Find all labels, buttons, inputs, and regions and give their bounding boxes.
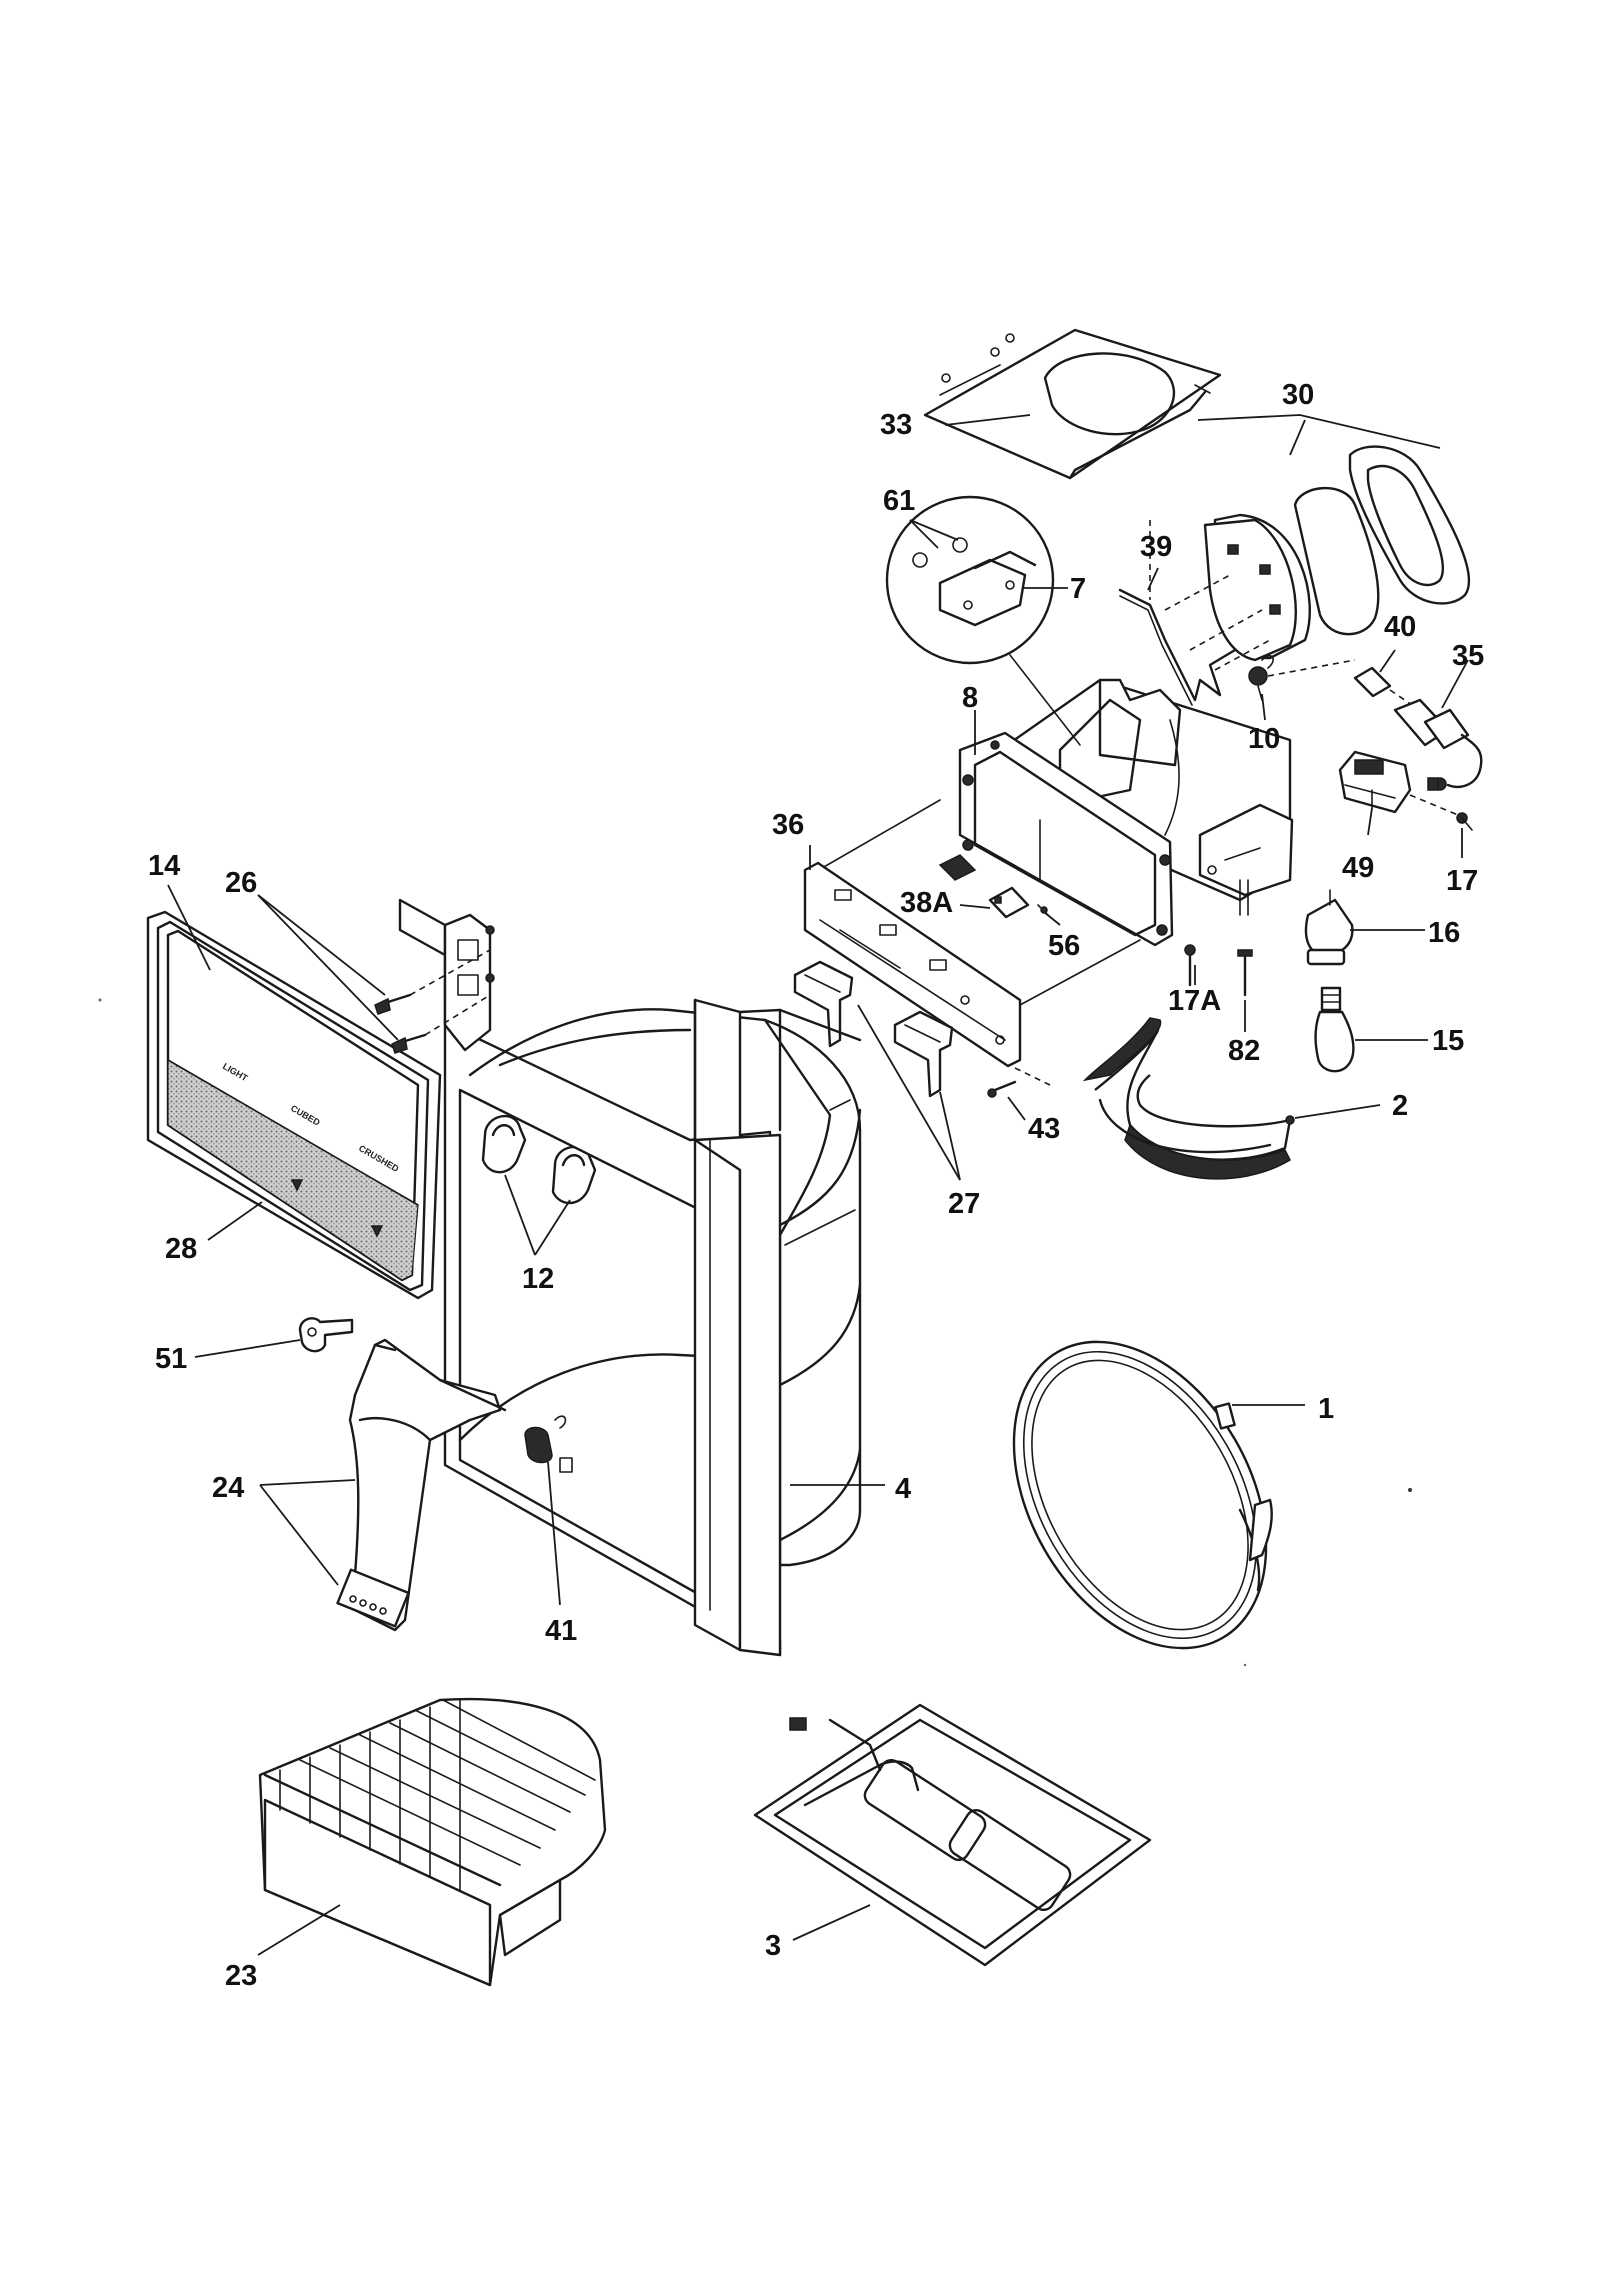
part-2-chute-door [1082,1017,1295,1180]
callout-39: 39 [1140,531,1172,563]
callout-43: 43 [1028,1113,1060,1145]
part-16-lamp-socket [1304,889,1354,966]
part-12-levers [481,1114,597,1205]
callout-17A: 17A [1168,985,1221,1017]
part-17A-screw [1184,944,1196,987]
callout-23: 23 [225,1960,257,1992]
callout-3: 3 [765,1930,781,1962]
callout-15: 15 [1432,1025,1464,1057]
callout-24: 24 [212,1472,244,1504]
callout-35: 35 [1452,640,1484,672]
callout-26: 26 [225,867,257,899]
part-33-cover-plate [923,328,1222,480]
part-17-screw [1409,794,1473,831]
callout-51: 51 [155,1343,187,1375]
callout-7: 7 [1070,573,1086,605]
callout-27: 27 [948,1188,980,1220]
callout-28: 28 [165,1233,197,1265]
part-35-solenoid [1389,689,1483,791]
callout-36: 36 [772,809,804,841]
callout-1: 1 [1318,1393,1334,1425]
detail-circle-switch [885,495,1081,746]
callout-8: 8 [962,682,978,714]
part-82-screw [1237,949,1253,997]
callout-38A: 38A [900,887,953,919]
part-10-spring [1248,655,1274,701]
part-40-pin [1267,659,1392,698]
callout-4: 4 [895,1473,911,1505]
callout-10: 10 [1248,723,1280,755]
leader-lines [167,414,1469,1956]
callout-40: 40 [1384,611,1416,643]
callout-17: 17 [1446,865,1478,897]
part-3-heater [753,1703,1152,1967]
callout-82: 82 [1228,1035,1260,1067]
callout-12: 12 [522,1263,554,1295]
part-14-front-panel: LIGHT CUBED CRUSHED [146,910,442,1300]
part-49-switch-bracket [1338,750,1412,814]
part-36-mounting-plate [803,799,1141,1068]
callout-41: 41 [545,1615,577,1647]
callout-2: 2 [1392,1090,1408,1122]
callout-49: 49 [1342,852,1374,884]
callout-14: 14 [148,850,180,882]
part-38A-switches [938,854,1030,919]
scan-specks [98,998,1412,1667]
part-43-screw [987,1067,1051,1098]
part-41-spring [524,1415,573,1473]
part-39-actuator-rod [1118,520,1271,706]
part-26-screws [374,949,491,1054]
part-4-dispenser-housing [398,898,862,1657]
callout-labels: 33 61 7 30 39 40 35 8 10 36 49 17 38A 56… [148,379,1484,1992]
part-23-ice-bucket [258,1697,607,1987]
callout-30: 30 [1282,379,1314,411]
part-1-gasket [1012,1340,1273,1650]
part-24-actuator-arm [336,1338,507,1632]
callout-56: 56 [1048,930,1080,962]
part-15-light-bulb [1314,986,1355,1073]
callout-16: 16 [1428,917,1460,949]
part-27-brackets [793,960,954,1098]
callout-61: 61 [883,485,915,517]
callout-33: 33 [880,409,912,441]
part-51-clip [298,1317,354,1353]
